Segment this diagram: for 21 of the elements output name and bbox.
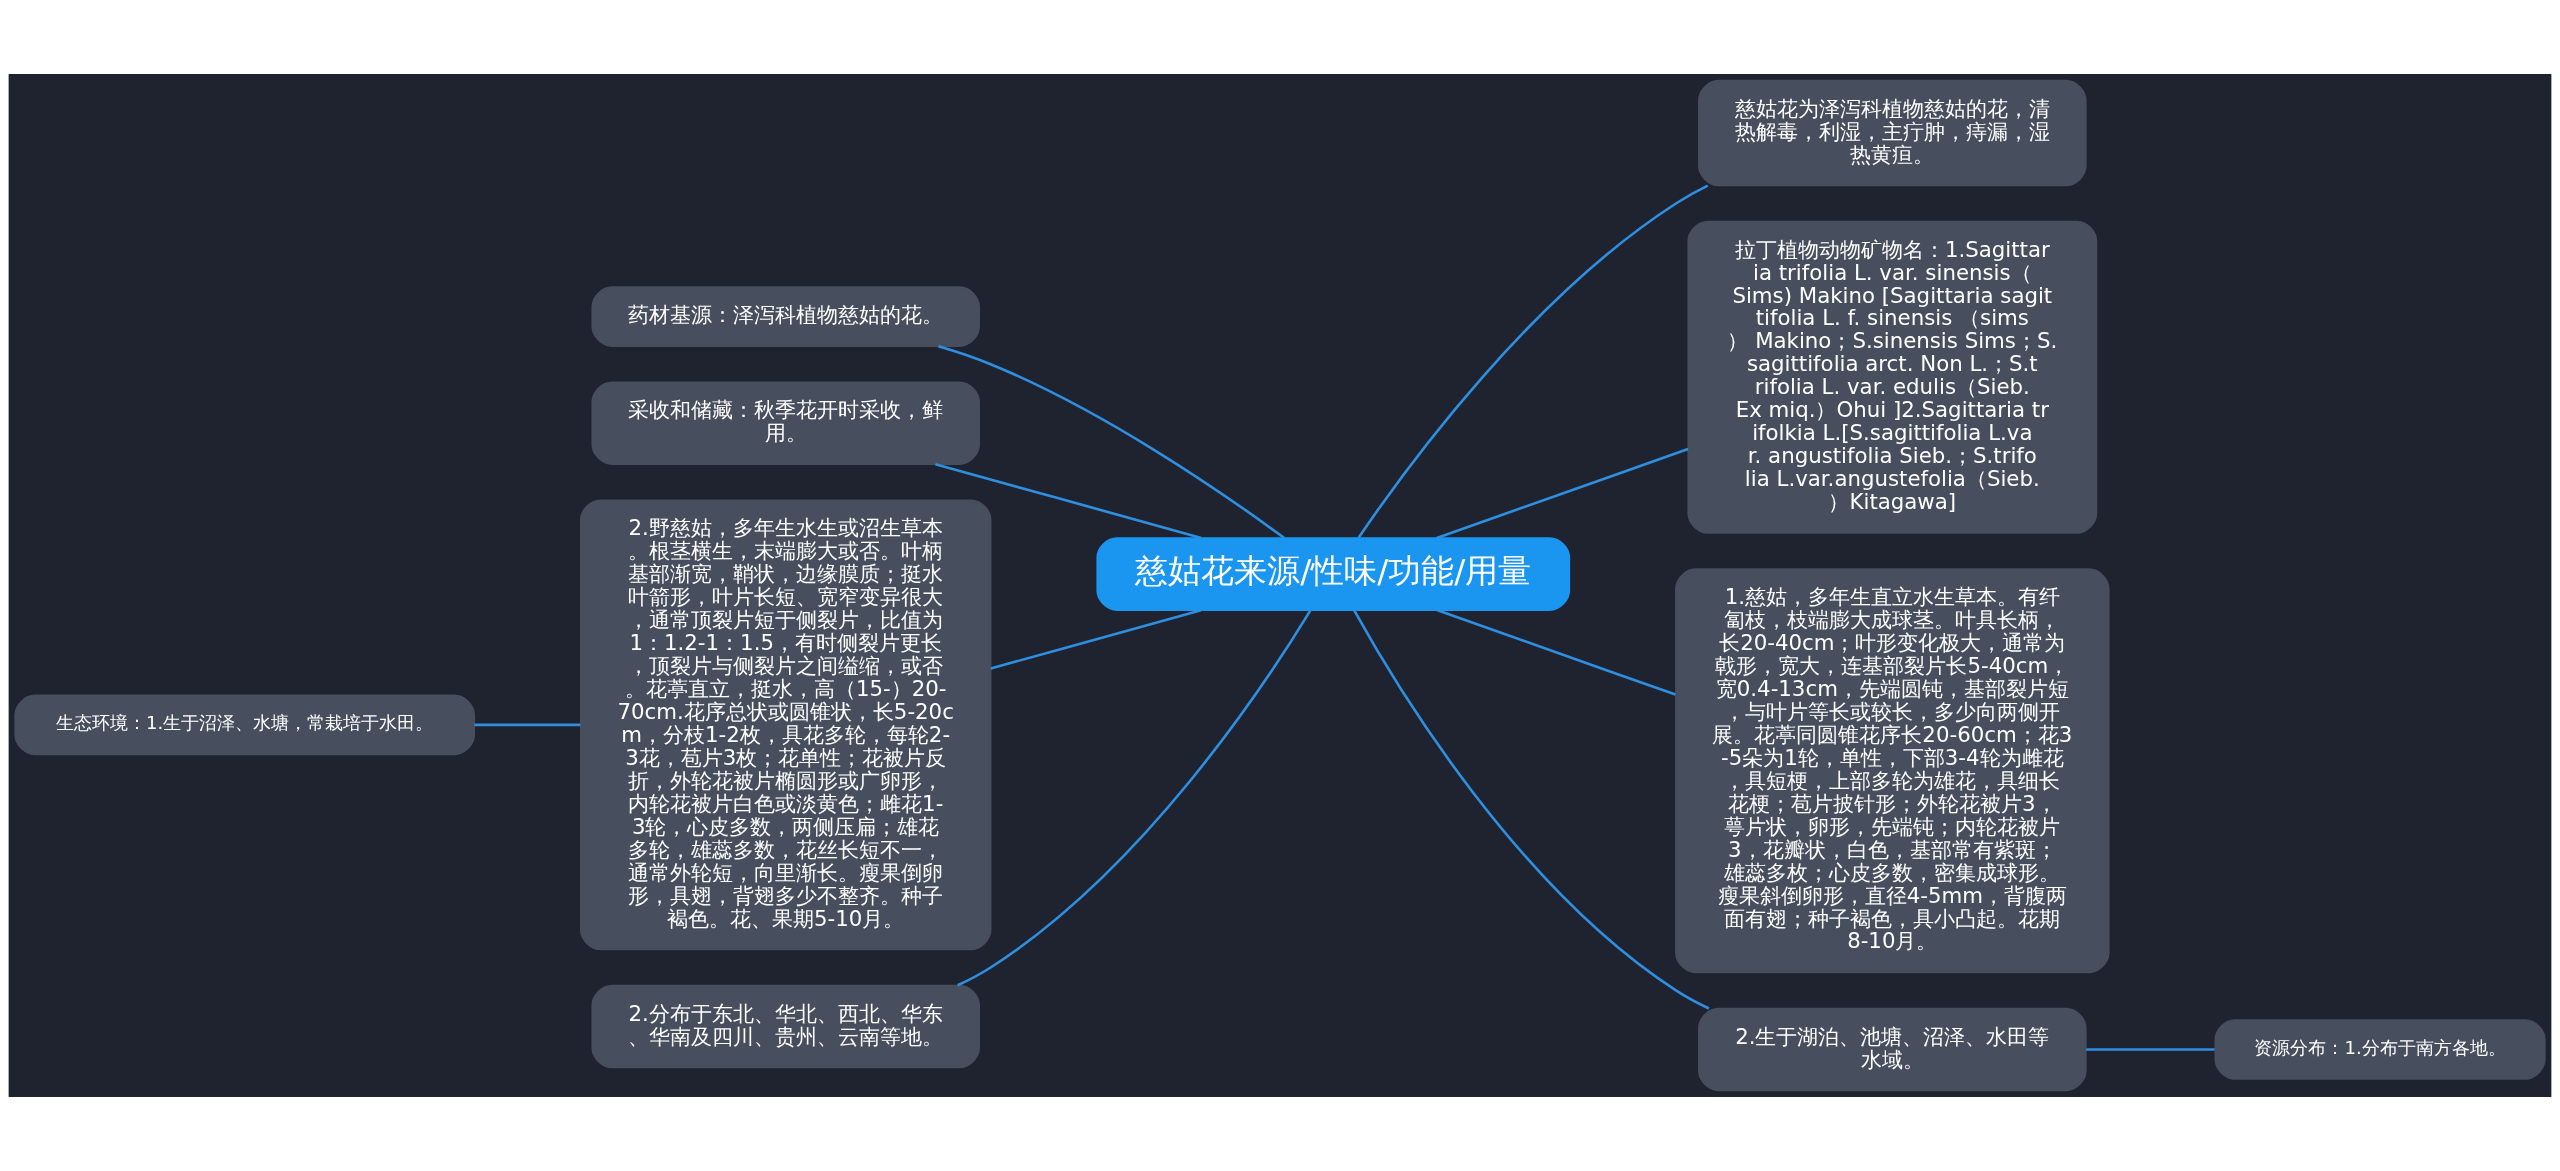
connector xyxy=(2086,1048,2215,1051)
node-box: 药材基源：泽泻科植物慈姑的花。 xyxy=(591,286,980,347)
connector xyxy=(935,462,1202,540)
connector xyxy=(1436,447,1689,540)
node-box: 1.慈姑，多年生直立水生草本。有纤匐枝，枝端膨大成球茎。叶具长柄，长20-40cm；叶形变化极大，通常为戟形，宽大，连基部裂片长5-40cm，宽0.4-13cm，先端圆钝，基部裂片短，与叶片等长或较长，多少向两侧开展。花葶同圆锥花序长20-60cm；花3-5朵为1轮，单性，下部3-4轮为雌花，具短梗，上部多轮为雄花，具细长花梗；苞片披针形；外轮花被片3，萼片状，卵形，先端钝；内轮花被片3，花瓣状，白色，基部常有紫斑；雄蕊多枚；心皮多数，密集成球形。瘦果斜倒卵形，直径4-5mm，背腹两面有翅；种子褐色，具小凸起。花期8-10月。 xyxy=(1675,568,2110,974)
connector xyxy=(957,609,1312,987)
node-box: 采收和储藏：秋季花开时采收，鲜用。 xyxy=(591,381,980,465)
node-box: 资源分布：1.分布于南方各地。 xyxy=(2214,1019,2546,1080)
connector xyxy=(1436,608,1676,696)
node-box: 慈姑花为泽泻科植物慈姑的花，清热解毒，利湿，主疔肿，痔漏，湿热黄疸。 xyxy=(1698,79,2087,187)
node-box: 慈姑花来源/性味/功能/用量 xyxy=(1096,537,1571,611)
node-box: 2.分布于东北、华北、西北、华东、华南及四川、贵州、云南等地。 xyxy=(591,984,980,1069)
node-box: 2.野慈姑，多年生水生或沼生草本。根茎横生，末端膨大或否。叶柄基部渐宽，鞘状，边缘膜质；挺水叶箭形，叶片长短、宽窄变异很大，通常顶裂片短于侧裂片，比值为1：1.2-1：1.5，有时侧裂片更长，顶裂片与侧裂片之间缢缩，或否。花葶直立，挺水，高（15-）20-70cm.花序总状或圆锥状，长5-20cm，分枝1-2枚，具花多轮，每轮2-3花，苞片3枚；花单性；花被片反折，外轮花被片椭圆形或广卵形，内轮花被片白色或淡黄色；雌花1-3轮，心皮多数，两侧压扁；雄花多轮，雄蕊多数，花丝长短不一，通常外轮短，向里渐长。瘦果倒卵形，具翅，背翅多少不整齐。种子褐色。花、果期5-10月。 xyxy=(579,499,992,951)
connector xyxy=(474,723,581,727)
node-box: 2.生于湖泊、池塘、沼泽、水田等水域。 xyxy=(1698,1007,2087,1092)
connector xyxy=(1357,184,1709,539)
connector xyxy=(1353,609,1710,1010)
connector xyxy=(938,344,1285,539)
node-box: 拉丁植物动物矿物名：1.Sagittaria trifolia L. var. sinensis（Sims) Makino [Sagittaria sagittifolia L. f. sinensis （sims） Makino；S.sinensis Sims；S.sagittifolia arct. Non L.；S.trifolia L. var. edulis（Sieb. Ex miq.）Ohui ]2.Sagittaria trifolkia L.[S.sagittifolia L.var. angustifolia Sieb.；S.trifolia L.var.angustefolia（Sieb.）Kitagawa] xyxy=(1687,220,2098,534)
node-box: 生态环境：1.生于沼泽、水塘，常栽培于水田。 xyxy=(14,694,476,756)
connector xyxy=(990,608,1202,670)
